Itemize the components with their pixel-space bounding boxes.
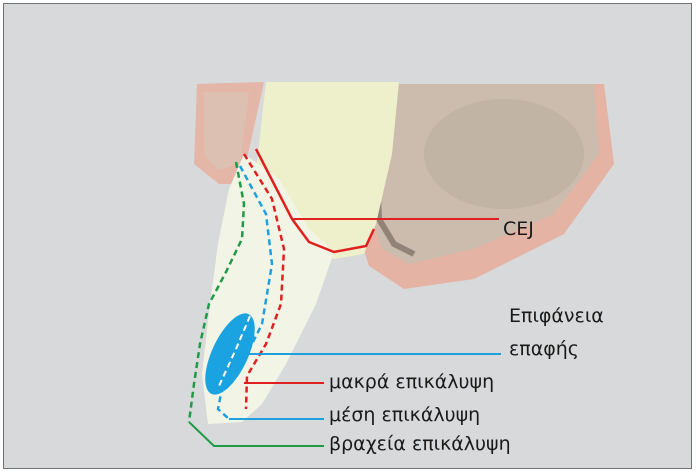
medium-coverage-label: μέση επικάλυψη	[329, 406, 480, 425]
short-coverage-label: βραχεία επικάλυψη	[329, 435, 511, 454]
bone-texture	[424, 99, 584, 209]
contact-surface-label-line2: επαφής	[509, 340, 579, 359]
long-coverage-label: μακρά επικάλυψη	[329, 373, 494, 392]
contact-surface-label-line1: Επιφάνεια	[509, 307, 604, 326]
cej-label: CEJ	[503, 220, 534, 239]
tooth-veneer-diagram	[4, 4, 692, 469]
diagram-frame: CEJ Επιφάνεια επαφής μακρά επικάλυψη μέσ…	[3, 3, 692, 469]
short-coverage-leader-line	[189, 422, 324, 446]
